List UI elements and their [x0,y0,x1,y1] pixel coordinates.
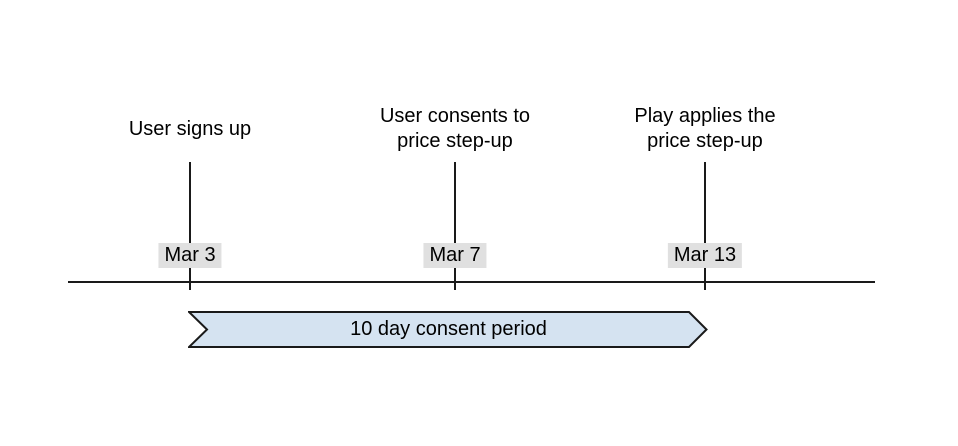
consent-period-banner [188,311,708,348]
event-tick-line-mar-13 [704,162,706,290]
date-badge-mar-7: Mar 7 [423,243,487,268]
timeline-axis-line [68,281,875,283]
consent-period-banner-label: 10 day consent period [350,318,547,340]
event-tick-line-mar-7 [454,162,456,290]
event-label-play-applies: Play applies the price step-up [634,103,775,155]
event-label-line: Play applies the [634,105,776,127]
date-badge-mar-13: Mar 13 [667,243,743,268]
event-label-user-signs-up: User signs up [129,103,251,155]
event-label-line: price step-up [647,130,763,152]
event-label-line: User signs up [128,117,252,140]
event-label-user-consents: User consents to price step-up [380,103,530,155]
date-badge-mar-3: Mar 3 [158,243,222,268]
event-label-line: User consents to [379,105,531,127]
event-tick-line-mar-3 [189,162,191,290]
event-label-line: price step-up [397,130,513,152]
chevron-arrow-shape [188,311,708,348]
